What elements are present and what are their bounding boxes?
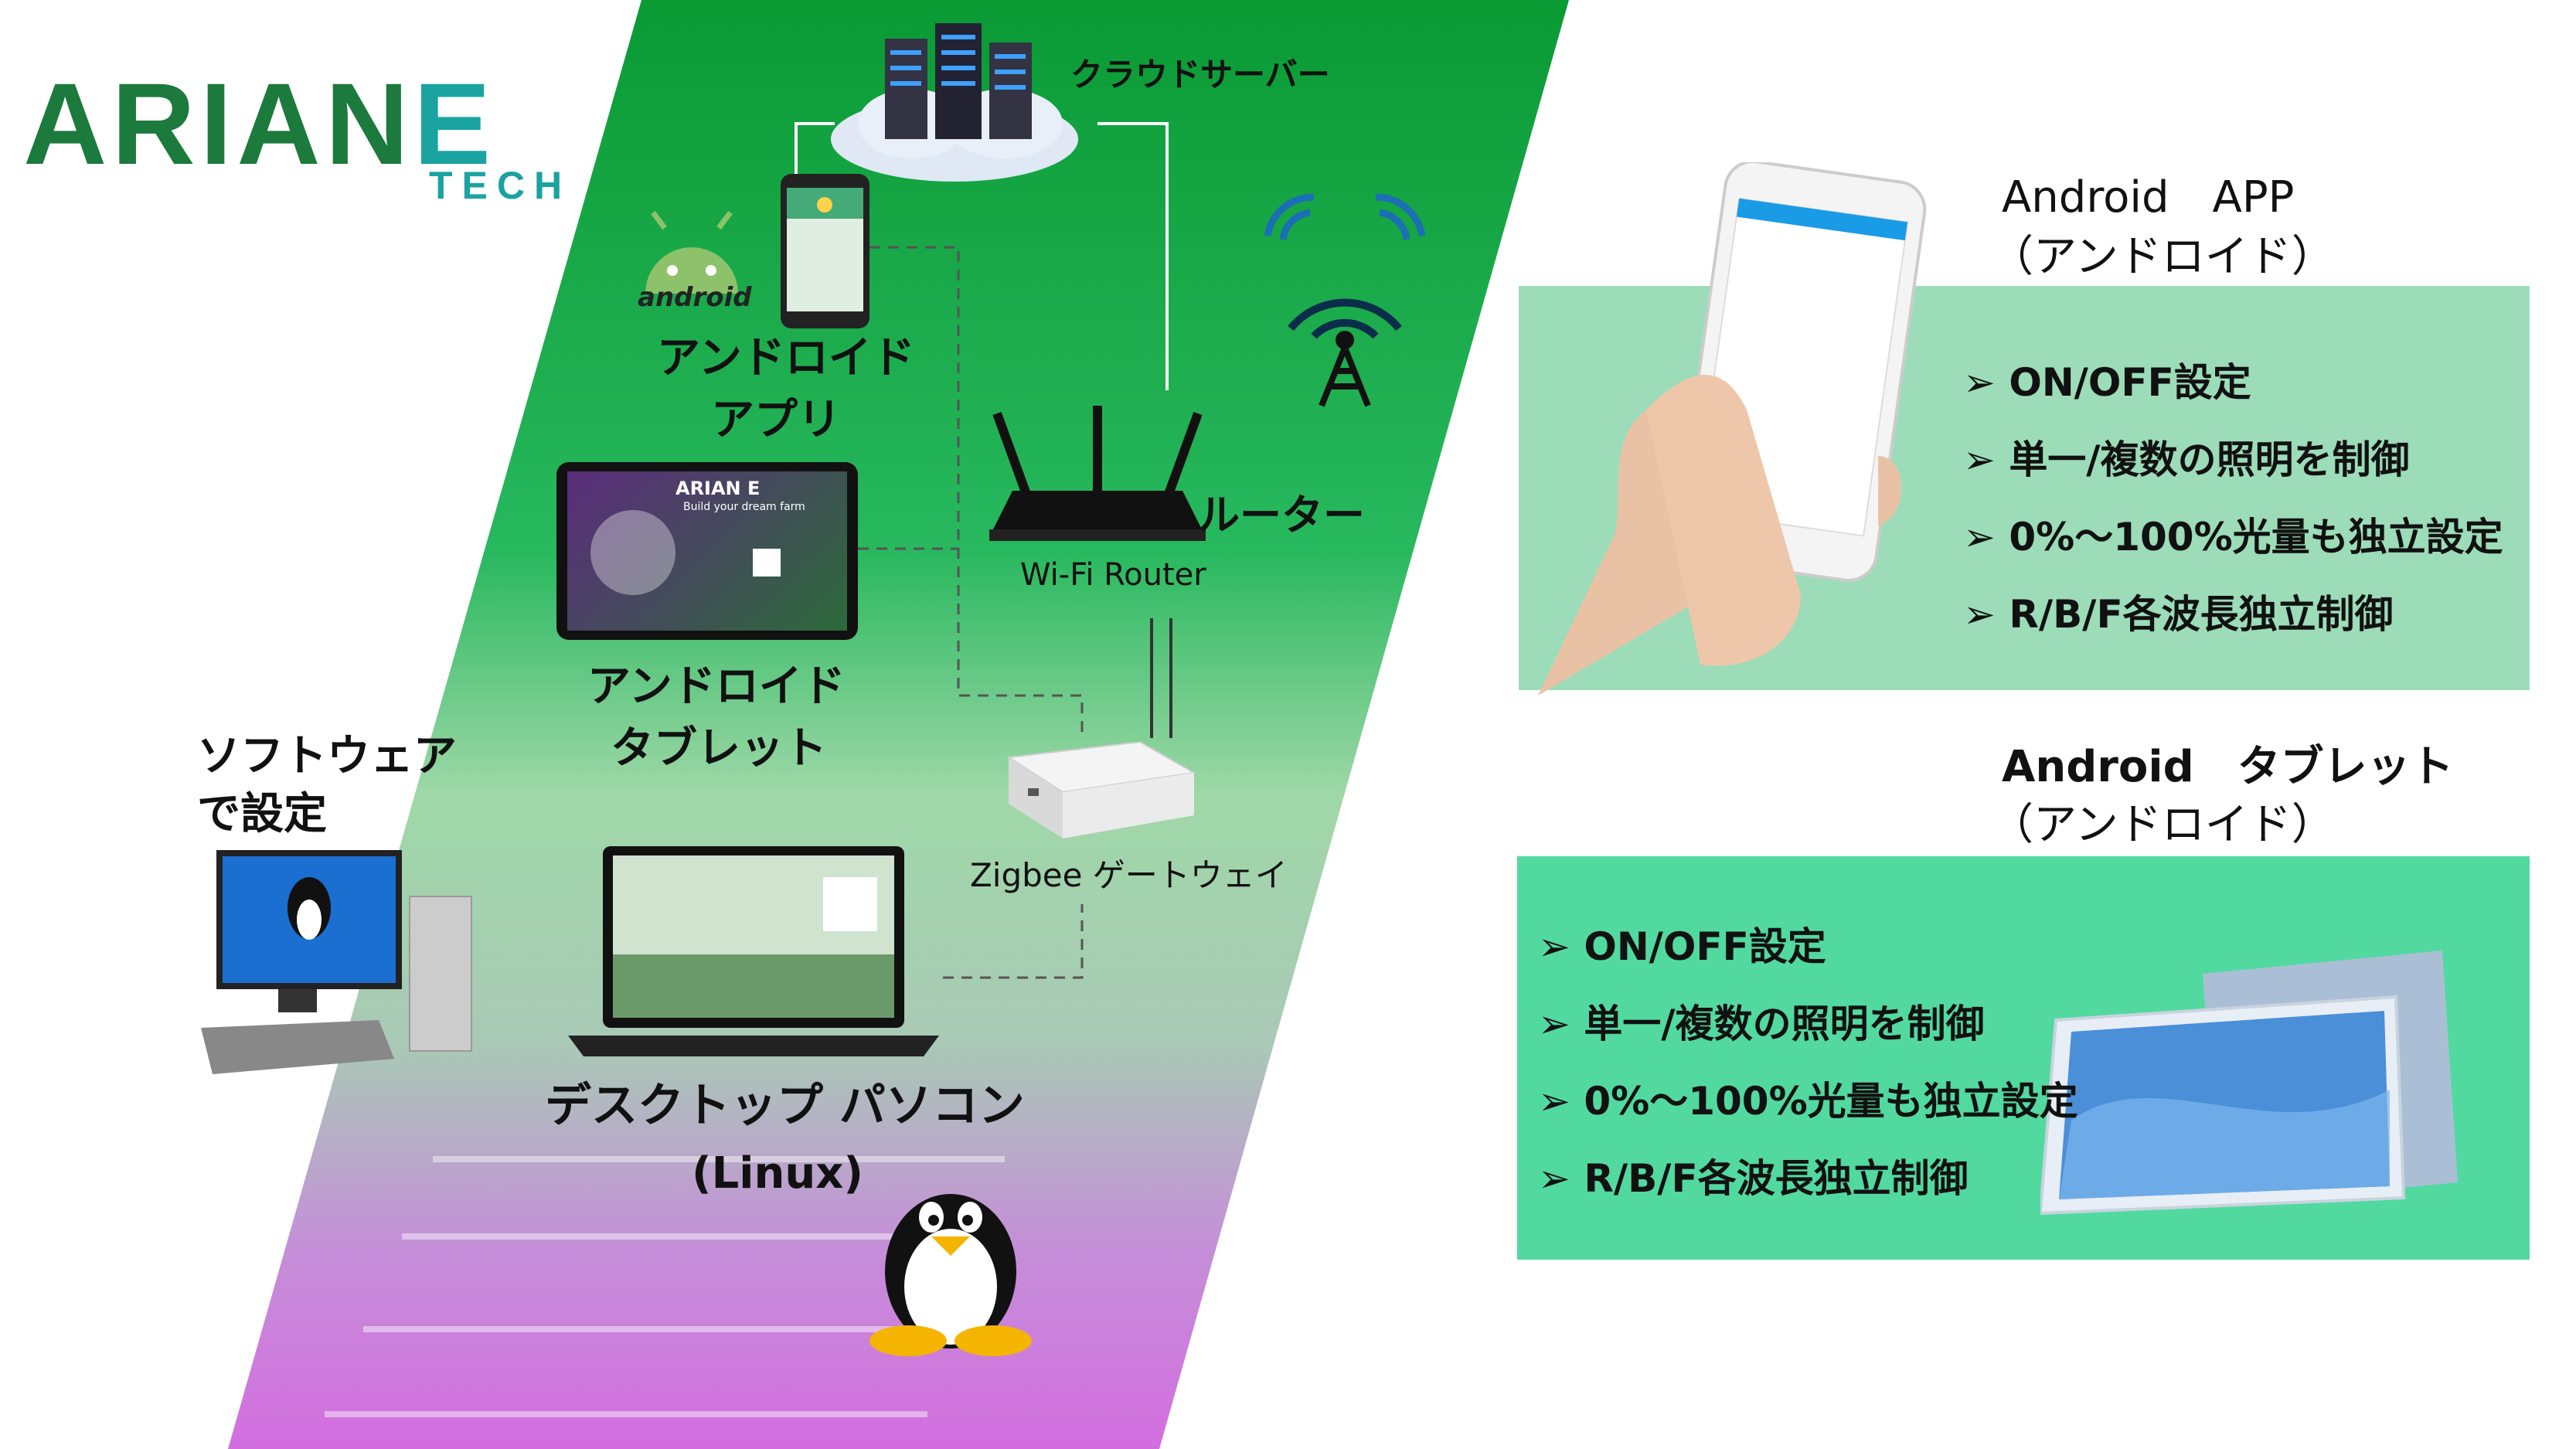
tablet-screen-circle (590, 510, 675, 595)
tablet-screen: ARIAN E Build your dream farm (567, 471, 847, 631)
app-feature-2: ➢ 単一/複数の照明を制御 (1963, 437, 2410, 482)
android-tablet-device: ARIAN E Build your dream farm (556, 462, 858, 640)
zigbee-gateway-label: Zigbee ゲートウェイ (970, 856, 1288, 894)
bullet-arrow-icon: ➢ (1538, 1079, 1584, 1124)
tablet-feature-4: ➢ R/B/F各波長独立制御 (1538, 1156, 1969, 1201)
logo-subtext: TECH (429, 164, 572, 207)
linux-tux-icon (869, 1194, 1032, 1356)
logo-text: ARIANE (23, 59, 496, 189)
bullet-arrow-icon: ➢ (1963, 437, 2009, 482)
bullet-arrow-icon: ➢ (1963, 360, 2009, 405)
app-feature-4: ➢ R/B/F各波長独立制御 (1963, 592, 2394, 637)
android-phone-icon (781, 174, 869, 328)
tablet-screen-subtitle: Build your dream farm (683, 501, 805, 513)
app-feature-1: ➢ ON/OFF設定 (1963, 360, 2251, 405)
bullet-arrow-icon: ➢ (1538, 924, 1584, 969)
software-label-line1: ソフトウェア (197, 731, 457, 781)
android-tablet-label-line2: タブレット (611, 723, 827, 774)
wireless-tower-icon (1264, 193, 1426, 407)
laptop-icon (568, 846, 939, 1056)
tablet-feature-2: ➢ 単一/複数の照明を制御 (1538, 1002, 1985, 1046)
router-sublabel: Wi-Fi Router (1020, 557, 1206, 593)
tablet-screen-title: ARIAN E (675, 478, 761, 499)
tablet-screen-qr (753, 549, 781, 577)
wifi-router-icon (989, 406, 1206, 541)
android-app-title: Android APP (2002, 172, 2295, 223)
android-tablet-subtitle: （アンドロイド） (1990, 800, 2335, 850)
cloud-server-label: クラウドサーバー (1070, 56, 1330, 94)
bullet-arrow-icon: ➢ (1963, 592, 2009, 637)
android-tablet-label-line1: アンドロイド (587, 662, 846, 712)
app-feature-3: ➢ 0%～100%光量も独立設定 (1963, 515, 2503, 560)
bullet-arrow-icon: ➢ (1538, 1002, 1584, 1046)
android-robot-icon (645, 210, 738, 294)
bullet-arrow-icon: ➢ (1963, 515, 2009, 560)
android-app-subtitle: （アンドロイド） (1990, 232, 2335, 282)
android-logo-text: android (638, 282, 752, 313)
android-app-label-line1: アンドロイド (657, 333, 915, 383)
android-tablet-title: Android タブレット (2002, 742, 2454, 792)
hand-phone-image (1538, 162, 1927, 696)
zigbee-gateway-icon (1006, 742, 1197, 838)
linux-label: (Linux) (692, 1148, 863, 1199)
bullet-arrow-icon: ➢ (1538, 1156, 1584, 1201)
android-app-label-line2: アプリ (711, 395, 841, 445)
tablet-image (2040, 951, 2458, 1216)
router-label: ルーター (1198, 491, 1365, 539)
tablet-feature-1: ➢ ON/OFF設定 (1538, 924, 1826, 969)
software-label-line2: で設定 (197, 789, 327, 839)
desktop-pc-icon (201, 850, 472, 1074)
tablet-feature-3: ➢ 0%～100%光量も独立設定 (1538, 1079, 2078, 1124)
cloud-server-icon (831, 23, 1078, 182)
desktop-label: デスクトップ パソコン (545, 1079, 1025, 1133)
